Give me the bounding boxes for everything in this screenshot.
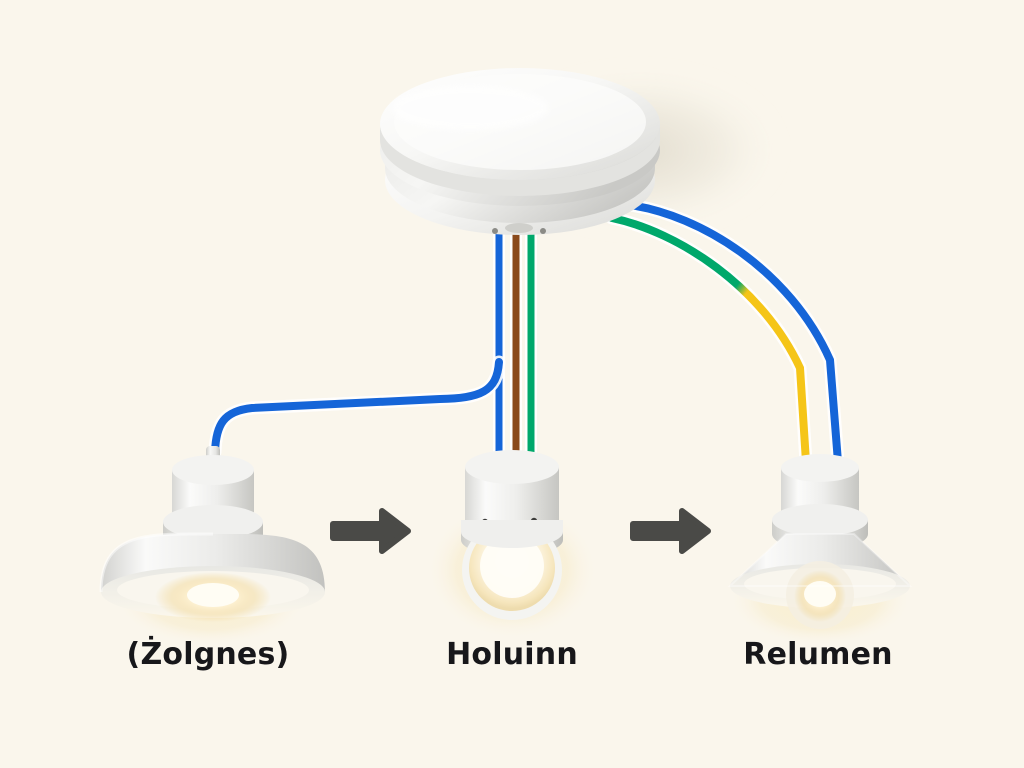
wire-blue-neutral xyxy=(211,358,503,456)
rose-screw-right xyxy=(540,228,546,234)
lamp-middle[interactable] xyxy=(426,450,598,640)
arrow-right-icon xyxy=(630,508,711,554)
rose-screw-left xyxy=(492,228,498,234)
arrow-left-to-middle xyxy=(330,508,411,554)
lamp-left-label: (Żolgnes) xyxy=(126,637,290,672)
wire-blue-right xyxy=(626,201,842,466)
wire-green-yellow-earth xyxy=(608,214,810,466)
arrow-middle-to-right xyxy=(630,508,711,554)
lamp-left[interactable] xyxy=(99,446,325,646)
rose-terminal-plate xyxy=(505,223,533,233)
wire-group xyxy=(208,198,845,474)
ceiling-rose xyxy=(380,68,660,235)
arrow-right-icon xyxy=(330,508,411,554)
lamp-right-label: Relumen xyxy=(743,637,893,672)
lamp-right[interactable] xyxy=(727,454,913,646)
lamp-middle-label: Holuinn xyxy=(446,637,578,672)
